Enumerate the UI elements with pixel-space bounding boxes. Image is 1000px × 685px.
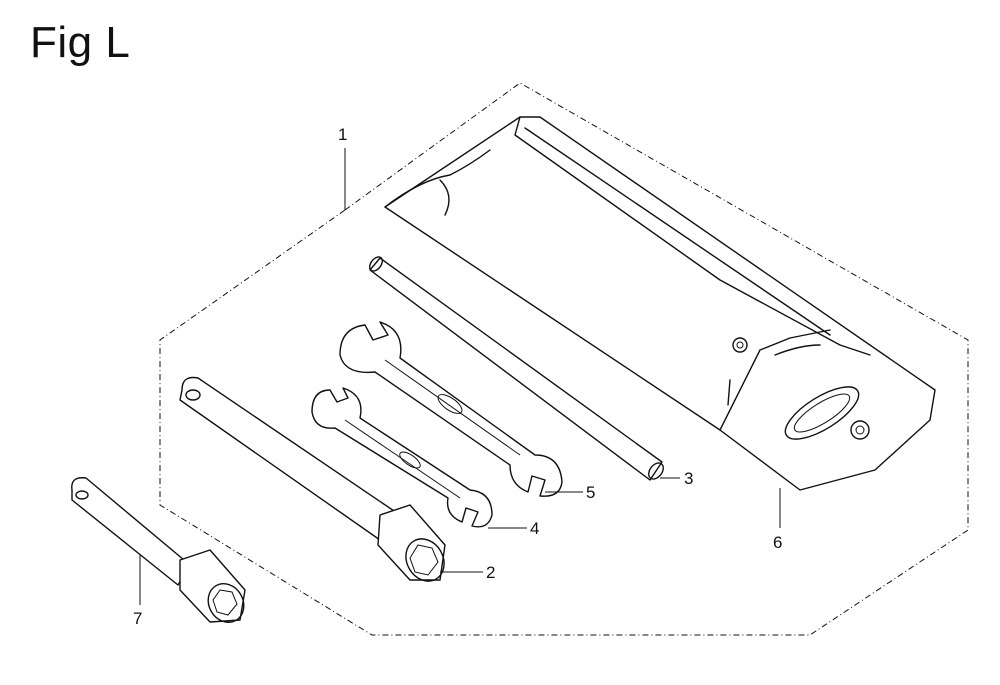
figure-title: Fig L: [30, 18, 131, 67]
leader-lines: [139, 148, 781, 605]
tool-bag: [384, 116, 936, 491]
callout-3: 3: [684, 469, 693, 488]
callout-1: 1: [338, 125, 347, 144]
callout-4: 4: [530, 519, 539, 538]
callout-7: 7: [133, 609, 142, 628]
socket-wrench-short: [71, 477, 246, 623]
socket-wrench-long: [179, 376, 446, 582]
callout-6: 6: [773, 533, 782, 552]
handle-bar: [368, 256, 664, 481]
callout-2: 2: [486, 563, 495, 582]
callout-5: 5: [586, 483, 595, 502]
wrench-small: [311, 387, 493, 528]
wrench-large: [339, 321, 563, 497]
